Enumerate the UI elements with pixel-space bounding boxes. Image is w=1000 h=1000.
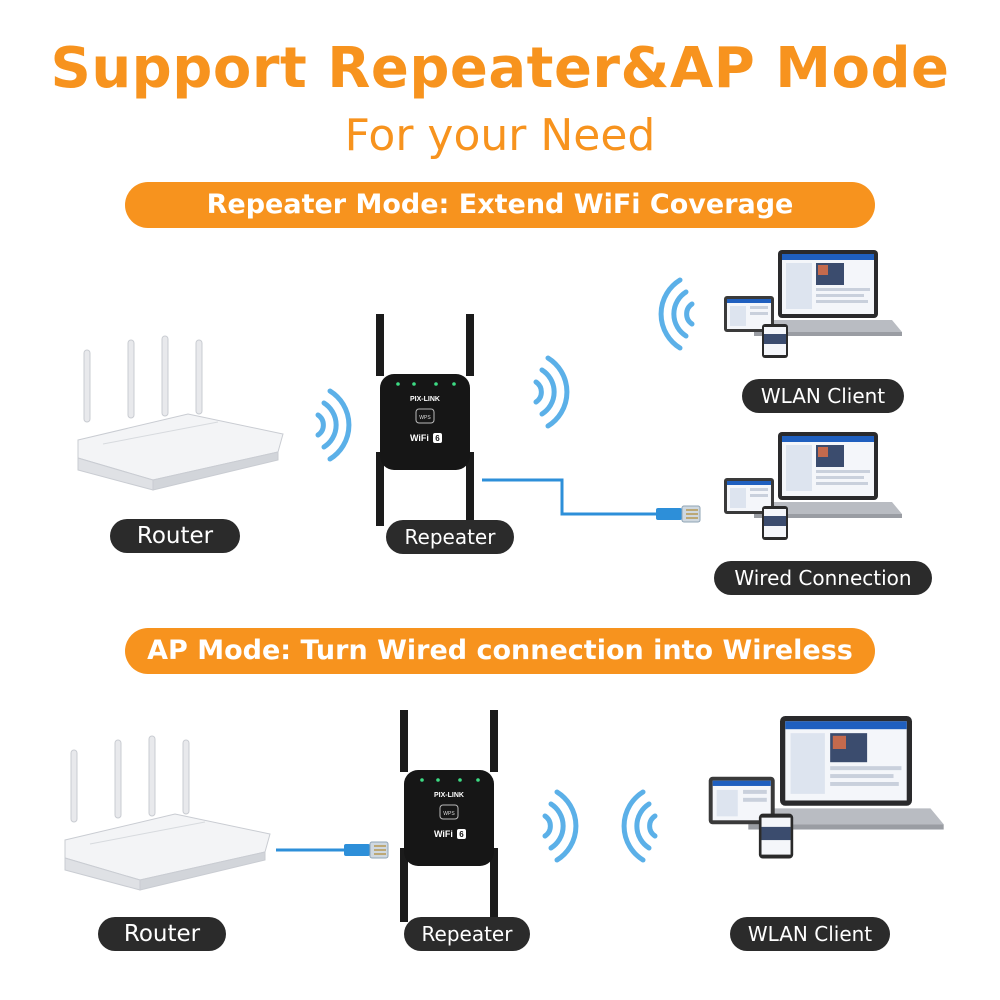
laptop-icon [708,716,944,859]
wifi-signal-icon [318,391,349,459]
ap-mode-banner: AP Mode: Turn Wired connection into Wire… [125,628,875,674]
router-label: Router [98,917,226,951]
wlan-client-label: WLAN Client [730,917,890,951]
wifi-signal-icon [536,358,567,426]
repeater-icon [375,313,475,527]
laptop-icon [724,432,902,540]
router-label: Router [110,519,240,553]
repeater-label: Repeater [386,520,514,554]
repeater-mode-banner: Repeater Mode: Extend WiFi Coverage [125,182,875,228]
wired-connection-label: Wired Connection [714,561,932,595]
router-icon [77,335,284,491]
router-icon [64,735,271,891]
wifi-signal-icon [545,792,576,860]
ethernet-plug-icon [343,841,389,859]
ethernet-plug-icon [655,505,701,523]
wifi-signal-icon [624,792,655,860]
wifi-signal-icon [661,280,692,348]
page-title: Support Repeater&AP Mode [50,36,950,101]
ethernet-cable [482,478,656,516]
repeater-label: Repeater [404,917,530,951]
wlan-client-label: WLAN Client [742,379,904,413]
repeater-icon [399,709,499,923]
laptop-icon [724,250,902,358]
page-subtitle: For your Need [344,110,656,161]
